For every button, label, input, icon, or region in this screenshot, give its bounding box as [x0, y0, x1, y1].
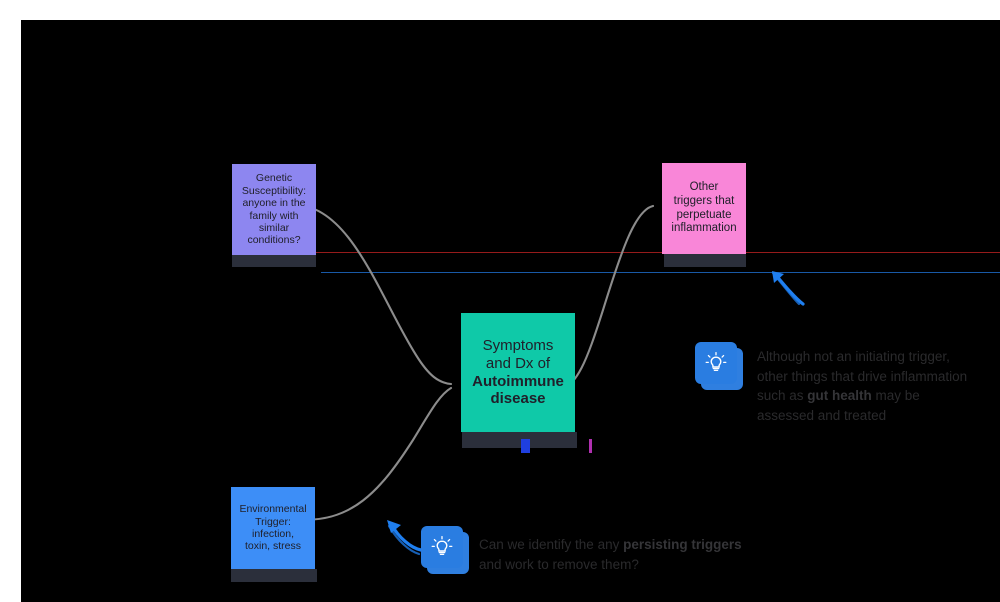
- lightbulb-card-persisting-triggers[interactable]: [421, 526, 475, 580]
- note-environmental-trigger[interactable]: Environmental Trigger: infection, toxin,…: [231, 487, 315, 569]
- annotation-persisting-post: and work to remove them?: [479, 556, 639, 572]
- note-shadow-genetic: [232, 255, 316, 267]
- arrow-to-other-triggers: [765, 264, 809, 308]
- note-shadow-other-triggers: [664, 254, 746, 267]
- annotation-persisting-pre: Can we identify the any: [479, 537, 624, 552]
- annotation-gut-health-bold: gut health: [807, 388, 872, 404]
- red-rule: [288, 252, 1000, 253]
- note-shadow-environmental: [231, 569, 317, 582]
- connector-curves: [293, 203, 655, 521]
- annotation-gut-health-post: may be assessed and treated: [757, 388, 920, 423]
- note-genetic-susceptibility[interactable]: Genetic Susceptibility: anyone in the fa…: [232, 164, 316, 255]
- lightbulb-icon: [421, 526, 463, 568]
- annotation-gut-health: Although not an initiating trigger, othe…: [757, 347, 972, 425]
- note-center-line1: Symptoms: [482, 337, 554, 355]
- annotation-gut-health-pre: Although not an initiating trigger, othe…: [757, 349, 968, 404]
- annotation-persisting-bold: persisting triggers: [623, 537, 742, 552]
- note-shadow-center: [462, 432, 577, 448]
- note-center-label: Symptoms and Dx of Autoimmune disease: [468, 337, 568, 408]
- note-genetic-label: Genetic Susceptibility: anyone in the fa…: [241, 172, 307, 247]
- blue-rule: [321, 272, 1000, 273]
- note-center-line2: and Dx of: [485, 354, 551, 372]
- lightbulb-card-gut-health[interactable]: [695, 342, 749, 396]
- artifact-blue-center: [521, 439, 530, 453]
- annotation-persisting-triggers: Can we identify the any persisting trigg…: [479, 535, 759, 574]
- diagram-canvas[interactable]: Genetic Susceptibility: anyone in the fa…: [21, 20, 1000, 602]
- note-center-bold: Autoimmune disease: [472, 372, 564, 408]
- lightbulb-icon: [695, 342, 737, 384]
- arrow-to-center: [379, 510, 427, 558]
- note-other-triggers[interactable]: Other triggers that perpetuate inflammat…: [662, 163, 746, 254]
- note-other-triggers-label: Other triggers that perpetuate inflammat…: [671, 181, 737, 235]
- artifact-magenta-center: [589, 439, 592, 453]
- note-environmental-label: Environmental Trigger: infection, toxin,…: [239, 503, 307, 553]
- note-center-autoimmune[interactable]: Symptoms and Dx of Autoimmune disease: [461, 313, 575, 432]
